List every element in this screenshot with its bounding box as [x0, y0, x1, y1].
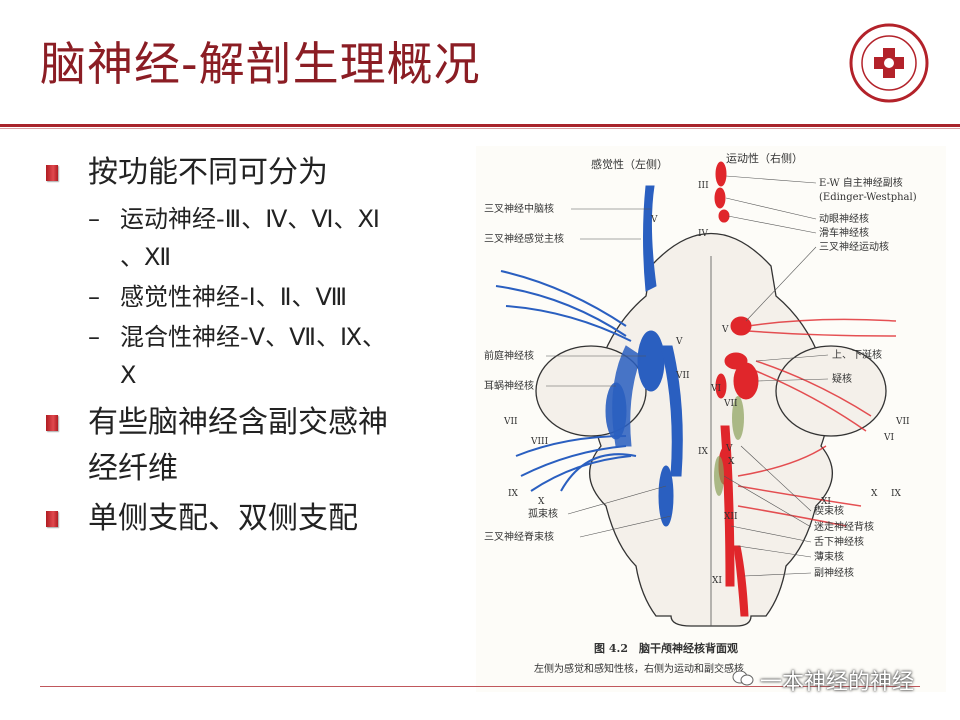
footer-divider [40, 686, 920, 687]
wechat-icon [732, 670, 754, 686]
motor-nuclei [714, 161, 759, 617]
figure-caption: 图 4.2 脑干颅神经核背面观 [594, 641, 738, 655]
label-trochlear: 滑车神经核 [819, 226, 869, 239]
sub-bullet-item: –运动神经-Ⅲ、Ⅳ、Ⅵ、Ⅺ 、Ⅻ [40, 200, 440, 276]
numeral: X [728, 457, 735, 467]
label-oculomotor: 动眼神经核 [819, 212, 869, 225]
nerve-numerals: III IV V V V VI VII VII IX X XII XI VII … [503, 181, 910, 586]
numeral: VII [723, 399, 738, 409]
sub-bullet-text: 运动神经-Ⅲ、Ⅳ、Ⅵ、Ⅺ [120, 205, 380, 233]
bullet-text: 有些脑神经含副交感神 [88, 405, 388, 440]
sensory-nuclei [605, 185, 683, 527]
watermark-text: 一本神经的神经 [760, 670, 915, 695]
numeral: XI [712, 576, 722, 586]
sub-bullet-item: –混合性神经-Ⅴ、Ⅶ、Ⅸ、 Ⅹ [40, 318, 440, 394]
sub-bullet-text: 混合性神经-Ⅴ、Ⅶ、Ⅸ、 [120, 323, 386, 351]
label-vestibular: 前庭神经核 [484, 349, 534, 362]
numeral: V [675, 337, 683, 347]
numeral: VI [883, 433, 894, 443]
bullet-marker-icon [46, 511, 58, 527]
sensory-nerve-fibers [495, 270, 637, 492]
numeral: VIII [530, 437, 549, 447]
label-gracile: 薄束核 [814, 550, 844, 563]
vagus-dorsal-nucleus-mark [714, 456, 724, 496]
left-labels: 三叉神经中脑核 三叉神经感觉主核 前庭神经核 耳蜗神经核 孤束核 三叉神经脊束核 [484, 202, 564, 543]
label-cochlear: 耳蜗神经核 [484, 379, 534, 392]
label-salivatory: 上、下涎核 [832, 348, 882, 361]
numeral: VII [895, 417, 910, 427]
dash-icon: – [88, 283, 100, 311]
numeral: IX [698, 447, 709, 457]
label-edinger-westphal: (Edinger-Westphal) [819, 192, 917, 203]
brainstem-nuclei-figure: 感觉性（左侧） 运动性（右侧） 三叉神经中脑核 三叉神经感觉主核 前庭神经核 耳… [476, 146, 946, 692]
numeral: V [650, 215, 658, 225]
label-accessory: 副神经核 [814, 566, 854, 579]
numeral: V [725, 444, 733, 454]
numeral: IX [891, 489, 902, 499]
numeral: X [871, 489, 878, 499]
numeral: IV [698, 229, 709, 239]
hospital-logo [849, 23, 929, 103]
bullet-marker-icon [46, 165, 58, 181]
sub-bullet-text-cont: Ⅹ [120, 361, 137, 389]
bullet-list: 按功能不同可分为 –运动神经-Ⅲ、Ⅳ、Ⅵ、Ⅺ、Ⅻ –感觉性神经-Ⅰ、Ⅱ、Ⅷ –混… [40, 150, 440, 546]
numeral: V [721, 325, 729, 335]
numeral: VI [710, 384, 721, 394]
sub-bullet-item: –感觉性神经-Ⅰ、Ⅱ、Ⅷ [40, 278, 440, 316]
bullet-text: 单侧支配、双侧支配 [88, 501, 358, 536]
sub-bullet-text: 感觉性神经-Ⅰ、Ⅱ、Ⅷ [120, 283, 348, 311]
bullet-item: 有些脑神经含副交感神经纤维 [40, 400, 440, 492]
cuneate-nucleus-mark [732, 396, 744, 440]
dash-icon: – [88, 323, 100, 351]
numeral: VII [503, 417, 518, 427]
bullet-text-cont: 经纤维 [88, 451, 178, 486]
label-trigeminal-principal: 三叉神经感觉主核 [484, 232, 564, 245]
title-divider-thin [0, 128, 960, 129]
figure-subcaption: 左侧为感觉和感知性核，右侧为运动和副交感核 [534, 662, 744, 675]
header-sensory-label: 感觉性（左侧） [591, 157, 668, 171]
bullet-item: 按功能不同可分为 [40, 150, 440, 196]
title-divider [0, 124, 960, 127]
label-vagus-dorsal: 迷走神经背核 [814, 520, 874, 533]
dash-icon: – [88, 205, 100, 233]
numeral: VII [675, 371, 690, 381]
label-hypoglossal: 舌下神经核 [814, 535, 864, 548]
sub-bullet-text-cont: 、Ⅻ [120, 243, 172, 271]
left-leader-lines [546, 208, 672, 538]
right-leader-lines [723, 175, 829, 577]
numeral: XI [821, 497, 831, 507]
label-solitary: 孤束核 [528, 507, 558, 520]
motor-nerve-fibers [737, 318, 897, 527]
label-trigeminal-mesencephalic: 三叉神经中脑核 [484, 202, 554, 215]
numeral: X [538, 497, 545, 507]
bullet-item: 单侧支配、双侧支配 [40, 496, 440, 542]
label-trigeminal-spinal: 三叉神经脊束核 [484, 530, 554, 543]
right-labels: E-W 自主神经副核 (Edinger-Westphal) 动眼神经核 滑车神经… [814, 176, 917, 579]
label-ambiguus: 疑核 [832, 372, 852, 385]
page-title: 脑神经-解剖生理概况 [40, 37, 481, 91]
bullet-text: 按功能不同可分为 [88, 155, 328, 190]
label-trigeminal-motor: 三叉神经运动核 [819, 240, 889, 253]
numeral: XII [724, 512, 738, 522]
bullet-marker-icon [46, 415, 58, 431]
numeral: IX [508, 489, 519, 499]
header-motor-label: 运动性（右侧） [726, 151, 803, 165]
label-ew-nucleus: E-W 自主神经副核 [819, 176, 903, 189]
numeral: III [698, 181, 709, 191]
label-cuneate: 楔束核 [814, 504, 844, 517]
